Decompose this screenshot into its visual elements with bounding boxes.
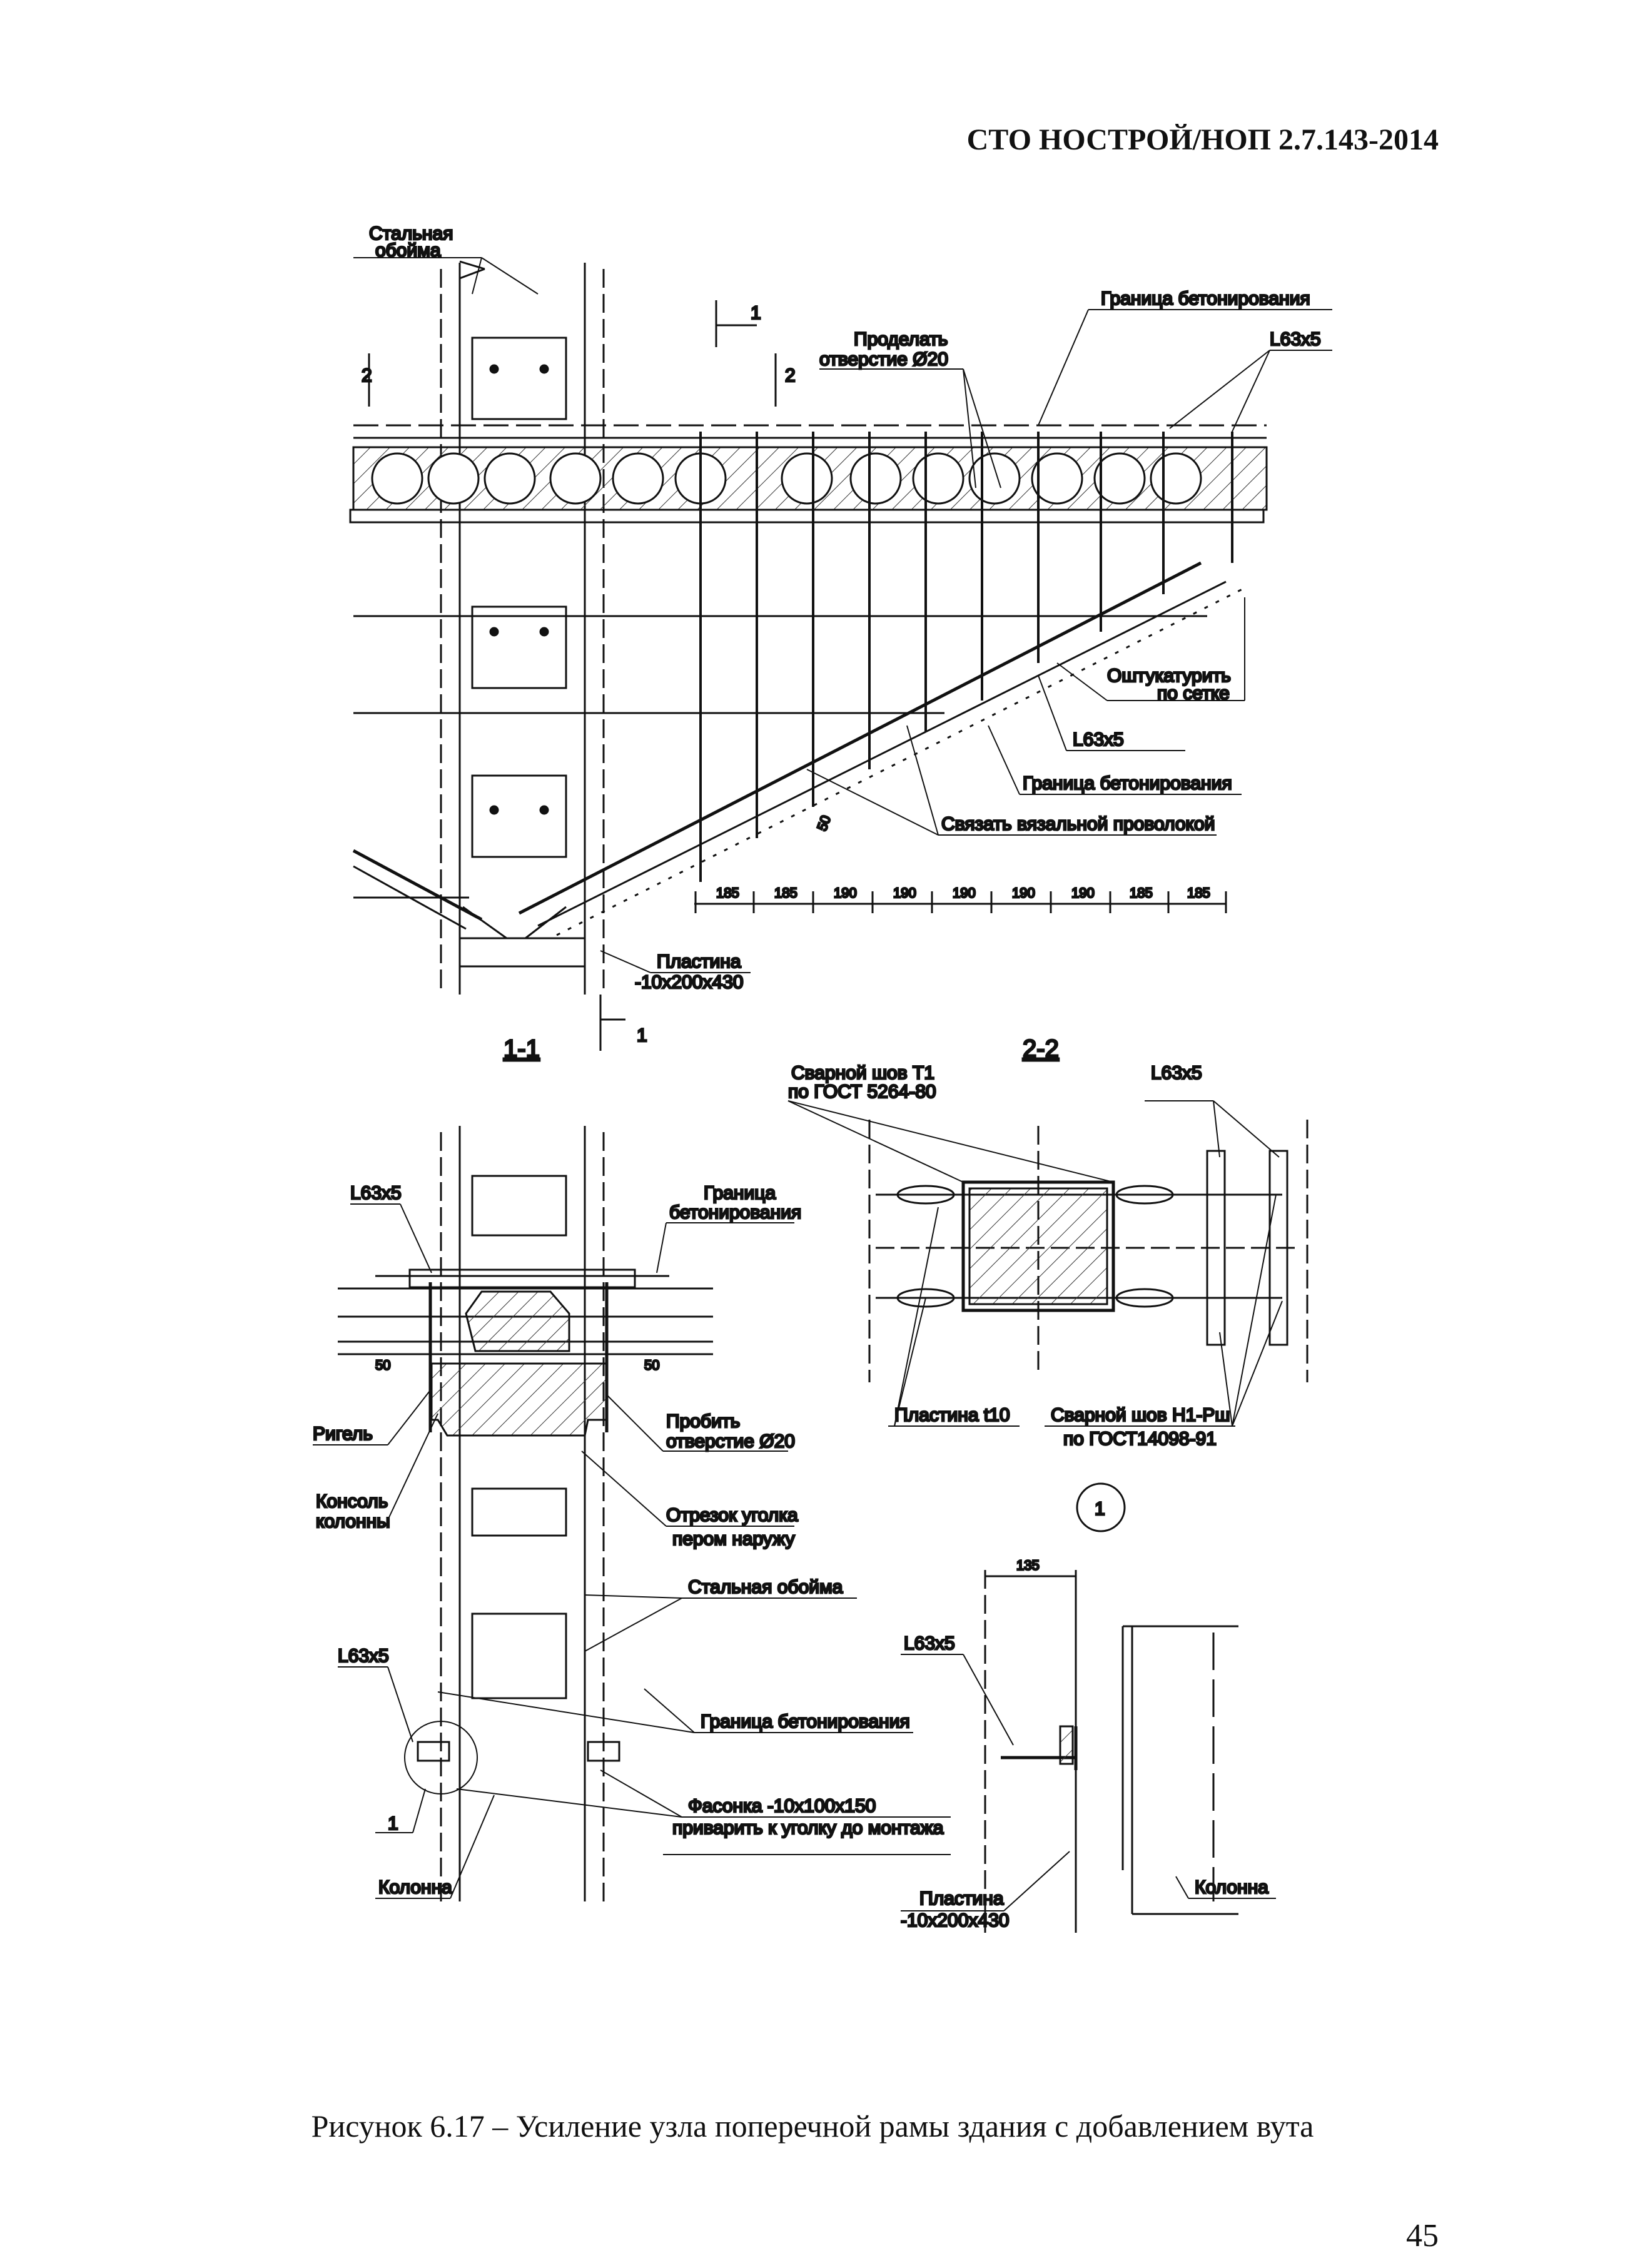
s11-label-angle-piece-2: пером наружу	[672, 1529, 795, 1549]
cut-label-1b: 1	[637, 1025, 647, 1046]
label-concreting-boundary: Граница бетонирования	[1101, 288, 1310, 309]
section-2-2-leaders	[787, 1100, 1283, 1427]
label-plaster-2: по сетке	[1157, 683, 1230, 704]
s11-label-boundary-low: Граница бетонирования	[701, 1711, 910, 1732]
s11-label-beam: Ригель	[313, 1424, 373, 1444]
section-1-1: 1-1	[312, 1035, 951, 1901]
spacing-3: 190	[834, 885, 857, 901]
section-1-1-title: 1-1	[504, 1035, 540, 1063]
document-code-header: СТО НОСТРОЙ/НОП 2.7.143-2014	[966, 123, 1439, 156]
s22-label-weld-t1-2: по ГОСТ 5264-80	[788, 1081, 936, 1102]
spacing-9: 185	[1187, 885, 1210, 901]
s11-label-steel-shell: Стальная обойма	[688, 1577, 843, 1597]
section-1-1-leaders	[313, 1203, 951, 1899]
section-2-2: 2-2 Сварной шов Т1 по ГОСТ 5	[787, 1035, 1309, 1450]
detail-1-label-angle: L63x5	[904, 1633, 955, 1654]
cut-label-1: 1	[751, 303, 761, 323]
s11-label-angle-piece-1: Отрезок уголка	[666, 1505, 798, 1526]
s11-label-gusset-2: приварить к уголку до монтажа	[672, 1818, 944, 1838]
detail-1-marker	[1076, 1482, 1126, 1532]
section-markers	[368, 300, 777, 1051]
detail-1-label-column: Колонна	[1195, 1877, 1268, 1898]
detail-1-label-plate-2: -10x200x430	[901, 1910, 1009, 1931]
label-steel-shell-1: Стальная	[369, 223, 453, 244]
s11-label-punch-2: отверстие Ø20	[666, 1431, 795, 1452]
s22-label-angle: L63x5	[1151, 1063, 1202, 1083]
label-angle-mid: L63x5	[1073, 729, 1124, 750]
s11-label-console-1: Консоль	[316, 1491, 388, 1512]
s11-label-boundary-2: бетонирования	[669, 1202, 801, 1223]
haunch-elevation	[352, 561, 1245, 968]
section-2-2-title: 2-2	[1023, 1035, 1059, 1063]
label-drill-hole-2: отверстие Ø20	[819, 349, 948, 370]
cut-label-2b: 2	[785, 365, 796, 386]
page-number: 45	[1406, 2218, 1439, 2254]
label-steel-shell-2: обойма	[375, 240, 441, 261]
spacing-1: 185	[716, 885, 739, 901]
label-plate-2: -10x200x430	[635, 972, 743, 993]
spacing-8: 185	[1130, 885, 1153, 901]
s22-label-weld-t1-1: Сварной шов Т1	[791, 1063, 934, 1083]
s11-label-column: Колонна	[378, 1877, 452, 1898]
spacing-values: 185 185 190 190 190 190 190 185 185	[716, 884, 1212, 902]
detail-1-label-plate-1: Пластина	[919, 1888, 1004, 1909]
label-concreting-boundary-2: Граница бетонирования	[1023, 773, 1232, 794]
s22-label-weld-h1-1: Сварной шов Н1-Рш	[1051, 1405, 1230, 1425]
s11-label-punch-1: Пробить	[666, 1411, 740, 1432]
s22-label-weld-h1-2: по ГОСТ14098-91	[1063, 1429, 1217, 1449]
s11-label-angle-low: L63x5	[338, 1646, 389, 1666]
column-elevation	[440, 260, 605, 995]
spacing-4: 190	[893, 885, 916, 901]
spacing-dimension-line	[694, 891, 1227, 913]
label-plaster-1: Оштукатурить	[1107, 666, 1231, 686]
s11-dim-right: 50	[644, 1357, 659, 1373]
spacing-7: 190	[1071, 885, 1095, 901]
dim-50-elevation: 50	[814, 813, 834, 833]
detail-1-number: 1	[1095, 1499, 1105, 1519]
s11-label-angle: L63x5	[350, 1183, 402, 1203]
s11-label-boundary-1: Граница	[704, 1183, 776, 1203]
elevation-leaders	[353, 257, 1332, 973]
s11-dim-left: 50	[375, 1357, 390, 1373]
spacing-5: 190	[953, 885, 976, 901]
s22-label-plate-t10: Пластина t10	[894, 1405, 1010, 1425]
s11-label-console-2: колонны	[316, 1511, 390, 1532]
label-tie-wire: Связать вязальной проволокой	[941, 814, 1215, 834]
hollow-core-slab	[349, 424, 1268, 524]
spacing-6: 190	[1012, 885, 1035, 901]
detail-1: 1 135 L63x5 Пластина -10x200x430 Колонна	[663, 1482, 1276, 1933]
cut-label-2: 2	[362, 365, 372, 386]
detail-1-dim-135: 135	[1016, 1557, 1040, 1573]
elevation-view: 1 1 2 2 185 185 190 190 190 190 190 185	[349, 223, 1332, 1051]
spacing-2: 185	[774, 885, 797, 901]
label-plate-1: Пластина	[657, 951, 741, 972]
vertical-hangers	[699, 432, 1233, 882]
label-drill-hole-1: Проделать	[854, 329, 948, 350]
s11-label-gusset-1: Фасонка -10x100x150	[688, 1796, 876, 1816]
figure-caption: Рисунок 6.17 – Усиление узла поперечной …	[311, 2109, 1314, 2144]
s11-label-detail-ref: 1	[388, 1813, 398, 1834]
detail-1-leaders	[663, 1654, 1276, 1911]
label-angle-top: L63x5	[1270, 329, 1321, 350]
